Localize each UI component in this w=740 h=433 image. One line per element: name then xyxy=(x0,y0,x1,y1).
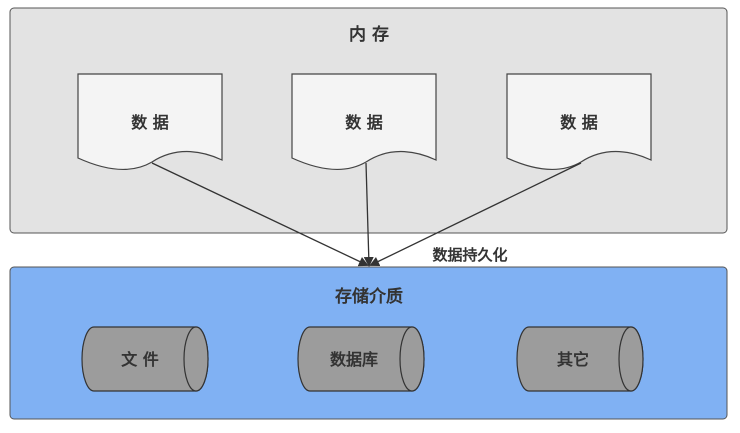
memory-title: 内 存 xyxy=(349,24,389,45)
document-outline xyxy=(77,73,223,171)
document-shape: 数 据 xyxy=(506,73,652,171)
cylinder-label: 其它 xyxy=(557,350,589,369)
persist-arrow xyxy=(151,162,369,267)
document-label: 数 据 xyxy=(131,113,169,132)
persist-arrow xyxy=(369,162,582,267)
cylinder-end xyxy=(618,326,644,392)
cylinder-label: 数据库 xyxy=(330,350,378,369)
storage-title: 存储介质 xyxy=(335,286,403,307)
document-outline xyxy=(506,73,652,171)
document-shape: 数 据 xyxy=(291,73,437,171)
document-shape: 数 据 xyxy=(77,73,223,171)
cylinder-end xyxy=(183,326,209,392)
cylinder-end xyxy=(399,326,425,392)
storage-cylinder: 文 件 xyxy=(81,326,209,392)
storage-cylinder: 数据库 xyxy=(297,326,425,392)
cylinder-label: 文 件 xyxy=(121,350,159,369)
document-label: 数 据 xyxy=(560,113,598,132)
document-label: 数 据 xyxy=(345,113,383,132)
storage-cylinder: 其它 xyxy=(516,326,644,392)
persist-arrow xyxy=(363,162,374,267)
document-outline xyxy=(291,73,437,171)
persistence-label: 数据持久化 xyxy=(432,246,507,264)
